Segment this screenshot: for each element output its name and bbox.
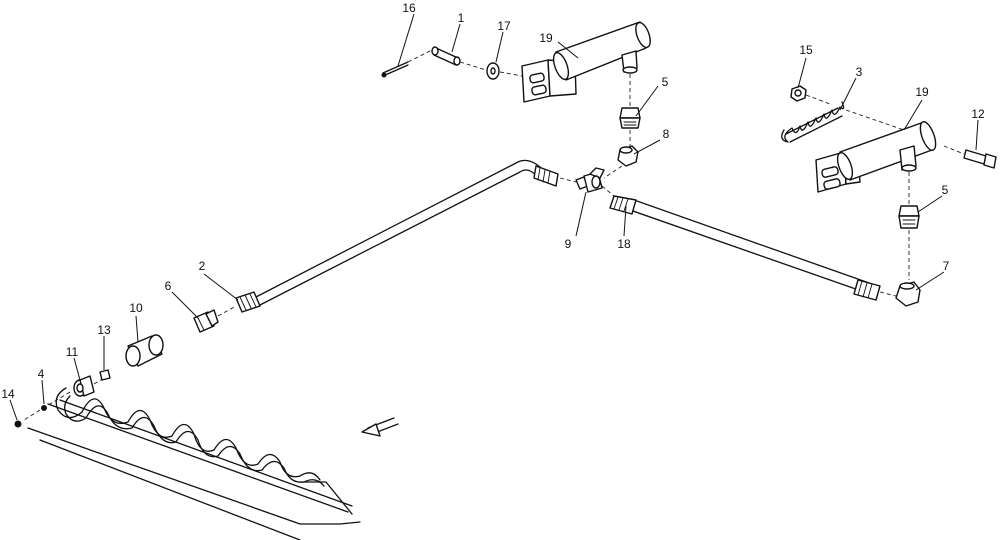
callout-14: 14	[1, 387, 15, 401]
nut-14	[14, 420, 22, 428]
arrow-down-left-icon	[361, 417, 399, 437]
hose-2	[235, 159, 559, 313]
bushing-10	[125, 334, 164, 367]
auger-frame	[27, 387, 361, 540]
callout-10: 10	[129, 301, 143, 315]
callout-7: 7	[943, 259, 950, 273]
callout-8: 8	[663, 127, 670, 141]
plug-11	[73, 375, 95, 397]
callout-19-right: 19	[915, 85, 929, 99]
callout-19-top: 19	[539, 31, 553, 45]
hose-18	[609, 195, 881, 301]
leader-lines	[9, 13, 979, 421]
washer-17	[486, 62, 500, 80]
callout-3: 3	[856, 65, 863, 79]
elbow-7	[895, 281, 921, 307]
callout-9: 9	[565, 237, 572, 251]
washer-4	[41, 405, 47, 411]
callout-13: 13	[97, 323, 111, 337]
callout-16: 16	[402, 1, 416, 15]
elbow-8	[617, 145, 639, 167]
callout-17: 17	[497, 19, 511, 33]
screw-13	[99, 369, 111, 381]
fitting-5-right	[898, 205, 920, 229]
cylinder-19-right	[815, 121, 937, 193]
pin-16	[381, 61, 409, 78]
callout-18: 18	[617, 237, 631, 251]
callout-4: 4	[38, 367, 45, 381]
callout-12: 12	[971, 107, 985, 121]
nut-15	[790, 85, 807, 102]
callout-2: 2	[199, 259, 206, 273]
callout-labels: 16 1 17 19 5 8 9 18 15 3 19 12 5 7 2 6 1…	[1, 1, 985, 401]
fitting-5-top	[619, 107, 641, 129]
bolt-12	[963, 149, 997, 169]
callout-5-top: 5	[662, 75, 669, 89]
cylinder-19-top	[521, 21, 651, 103]
tee-fitting-9	[575, 167, 605, 193]
callout-11: 11	[66, 345, 79, 359]
adapter-6	[193, 309, 219, 333]
callout-15: 15	[799, 43, 813, 57]
spring-3	[781, 101, 845, 143]
clevis-pin-1	[431, 46, 461, 66]
callout-1: 1	[458, 11, 465, 25]
callout-5-right: 5	[942, 183, 949, 197]
callout-6: 6	[165, 279, 172, 293]
